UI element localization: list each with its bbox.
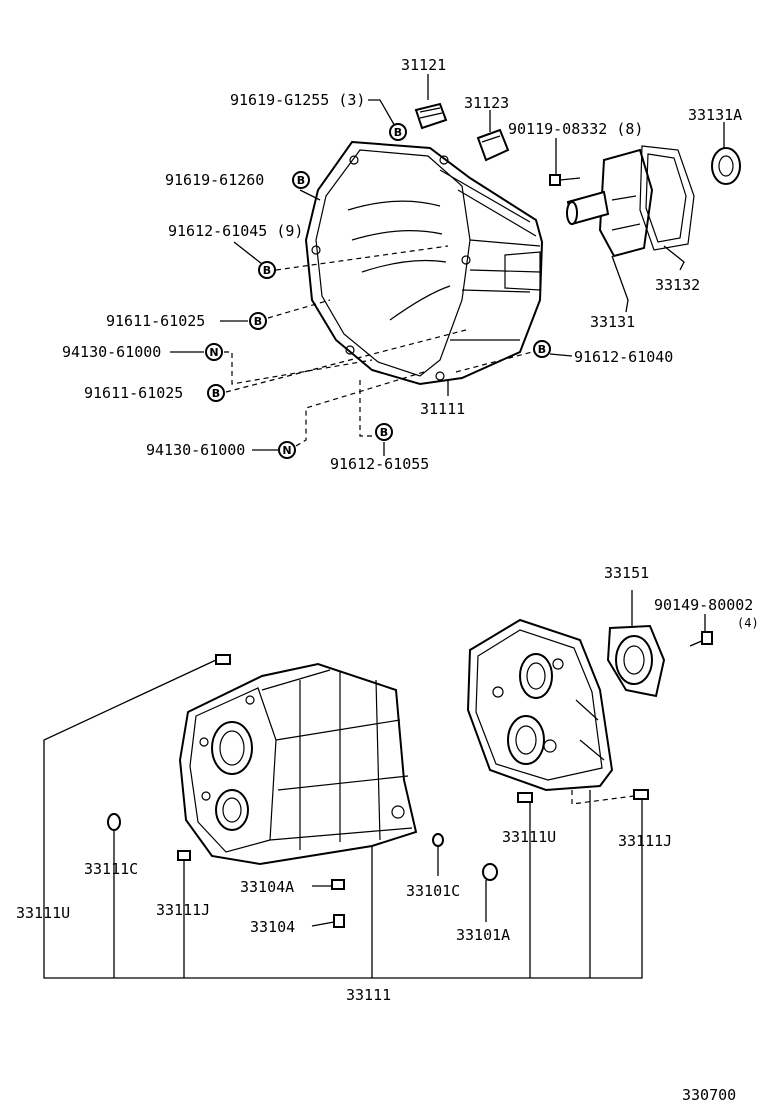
badge-bolt-91611-61025-b: B bbox=[207, 384, 225, 402]
label-91619-61260: 91619-61260 bbox=[165, 171, 264, 189]
label-33111j-right: 33111J bbox=[618, 832, 672, 850]
label-94130-61000-a: 94130-61000 bbox=[62, 343, 161, 361]
label-90149: 90149-80002 bbox=[654, 596, 753, 614]
label-31123: 31123 bbox=[464, 94, 509, 112]
label-33104a: 33104A bbox=[240, 878, 294, 896]
label-91611-61025-b: 91611-61025 bbox=[84, 384, 183, 402]
plug-33101a-drawing bbox=[482, 863, 498, 881]
badge-bolt-91611-61025-a: B bbox=[249, 312, 267, 330]
part-31123-drawing bbox=[476, 128, 510, 162]
part-33132-drawing bbox=[639, 145, 695, 251]
figure-id: 330700 bbox=[682, 1086, 736, 1104]
part-33131-drawing bbox=[566, 148, 654, 258]
label-33111: 33111 bbox=[346, 986, 391, 1004]
svg-text:B: B bbox=[212, 387, 220, 400]
upper-labels: 31121 91619-G1255 (3) 31123 90119-08332 … bbox=[62, 56, 742, 473]
label-91612-61055: 91612-61055 bbox=[330, 455, 429, 473]
svg-text:B: B bbox=[538, 343, 546, 356]
svg-text:N: N bbox=[209, 346, 218, 359]
pin-33111u-right-drawing bbox=[517, 792, 533, 803]
label-91612-61040: 91612-61040 bbox=[574, 348, 673, 366]
badge-nut-94130-61000-b: N bbox=[278, 441, 296, 459]
part-90149-drawing bbox=[689, 631, 713, 647]
label-33132: 33132 bbox=[655, 276, 700, 294]
label-33104: 33104 bbox=[250, 918, 295, 936]
lower-leader-lines bbox=[43, 590, 706, 979]
plug-33111c-drawing bbox=[107, 813, 121, 831]
svg-text:N: N bbox=[282, 444, 291, 457]
label-33131a: 33131A bbox=[688, 106, 742, 124]
upper-leader-lines bbox=[170, 74, 725, 456]
label-33101c: 33101C bbox=[406, 882, 460, 900]
svg-text:B: B bbox=[263, 264, 271, 277]
lower-labels: 33151 90149-80002 (4) 33111U 33111J 3311… bbox=[16, 564, 759, 1004]
small-parts-drawing bbox=[107, 654, 649, 928]
label-33131: 33131 bbox=[590, 313, 635, 331]
label-33151: 33151 bbox=[604, 564, 649, 582]
upper-assembly: B B B B N B B bbox=[62, 56, 742, 473]
label-33111u-right: 33111U bbox=[502, 828, 556, 846]
plug-33101c-drawing bbox=[432, 833, 444, 847]
plug-33104-drawing bbox=[333, 914, 345, 928]
lower-assembly: 33151 90149-80002 (4) 33111U 33111J 3311… bbox=[16, 564, 759, 1004]
label-91612-61045: 91612-61045 (9) bbox=[168, 222, 303, 240]
badge-bolt-91612-61055: B bbox=[375, 423, 393, 441]
badge-bolt-91612-61045: B bbox=[258, 261, 276, 279]
transmission-case-drawing bbox=[178, 662, 418, 866]
badge-bolt-91619-61260: B bbox=[292, 171, 310, 189]
adapter-plate-drawing bbox=[466, 618, 614, 792]
svg-text:B: B bbox=[380, 426, 388, 439]
label-91611-61025-a: 91611-61025 bbox=[106, 312, 205, 330]
badge-bolt-91612-61040: B bbox=[533, 340, 551, 358]
part-33151-drawing bbox=[606, 624, 666, 698]
badge-bolt-91619-g1255: B bbox=[389, 123, 407, 141]
label-33101a: 33101A bbox=[456, 926, 510, 944]
label-91619-g1255: 91619-G1255 (3) bbox=[230, 91, 365, 109]
pin-33111j-right-drawing bbox=[633, 789, 649, 800]
label-33111u-left: 33111U bbox=[16, 904, 70, 922]
part-90119-drawing bbox=[549, 174, 581, 186]
label-90119: 90119-08332 (8) bbox=[508, 120, 643, 138]
pin-33111u-left-drawing bbox=[215, 654, 231, 665]
label-33111j-left: 33111J bbox=[156, 901, 210, 919]
bell-housing-drawing bbox=[304, 140, 544, 386]
label-33111c: 33111C bbox=[84, 860, 138, 878]
svg-text:B: B bbox=[394, 126, 402, 139]
label-94130-61000-b: 94130-61000 bbox=[146, 441, 245, 459]
pin-33111j-left-drawing bbox=[177, 850, 191, 861]
part-31121-drawing bbox=[414, 102, 448, 130]
label-90149-qty: (4) bbox=[737, 616, 759, 630]
part-33131a-drawing bbox=[711, 147, 741, 185]
svg-text:B: B bbox=[254, 315, 262, 328]
upper-badges: B B B B N B B bbox=[205, 123, 551, 459]
badge-nut-94130-61000-a: N bbox=[205, 343, 223, 361]
svg-text:B: B bbox=[297, 174, 305, 187]
plug-33104a-drawing bbox=[331, 879, 345, 890]
label-31111: 31111 bbox=[420, 400, 465, 418]
label-31121: 31121 bbox=[401, 56, 446, 74]
